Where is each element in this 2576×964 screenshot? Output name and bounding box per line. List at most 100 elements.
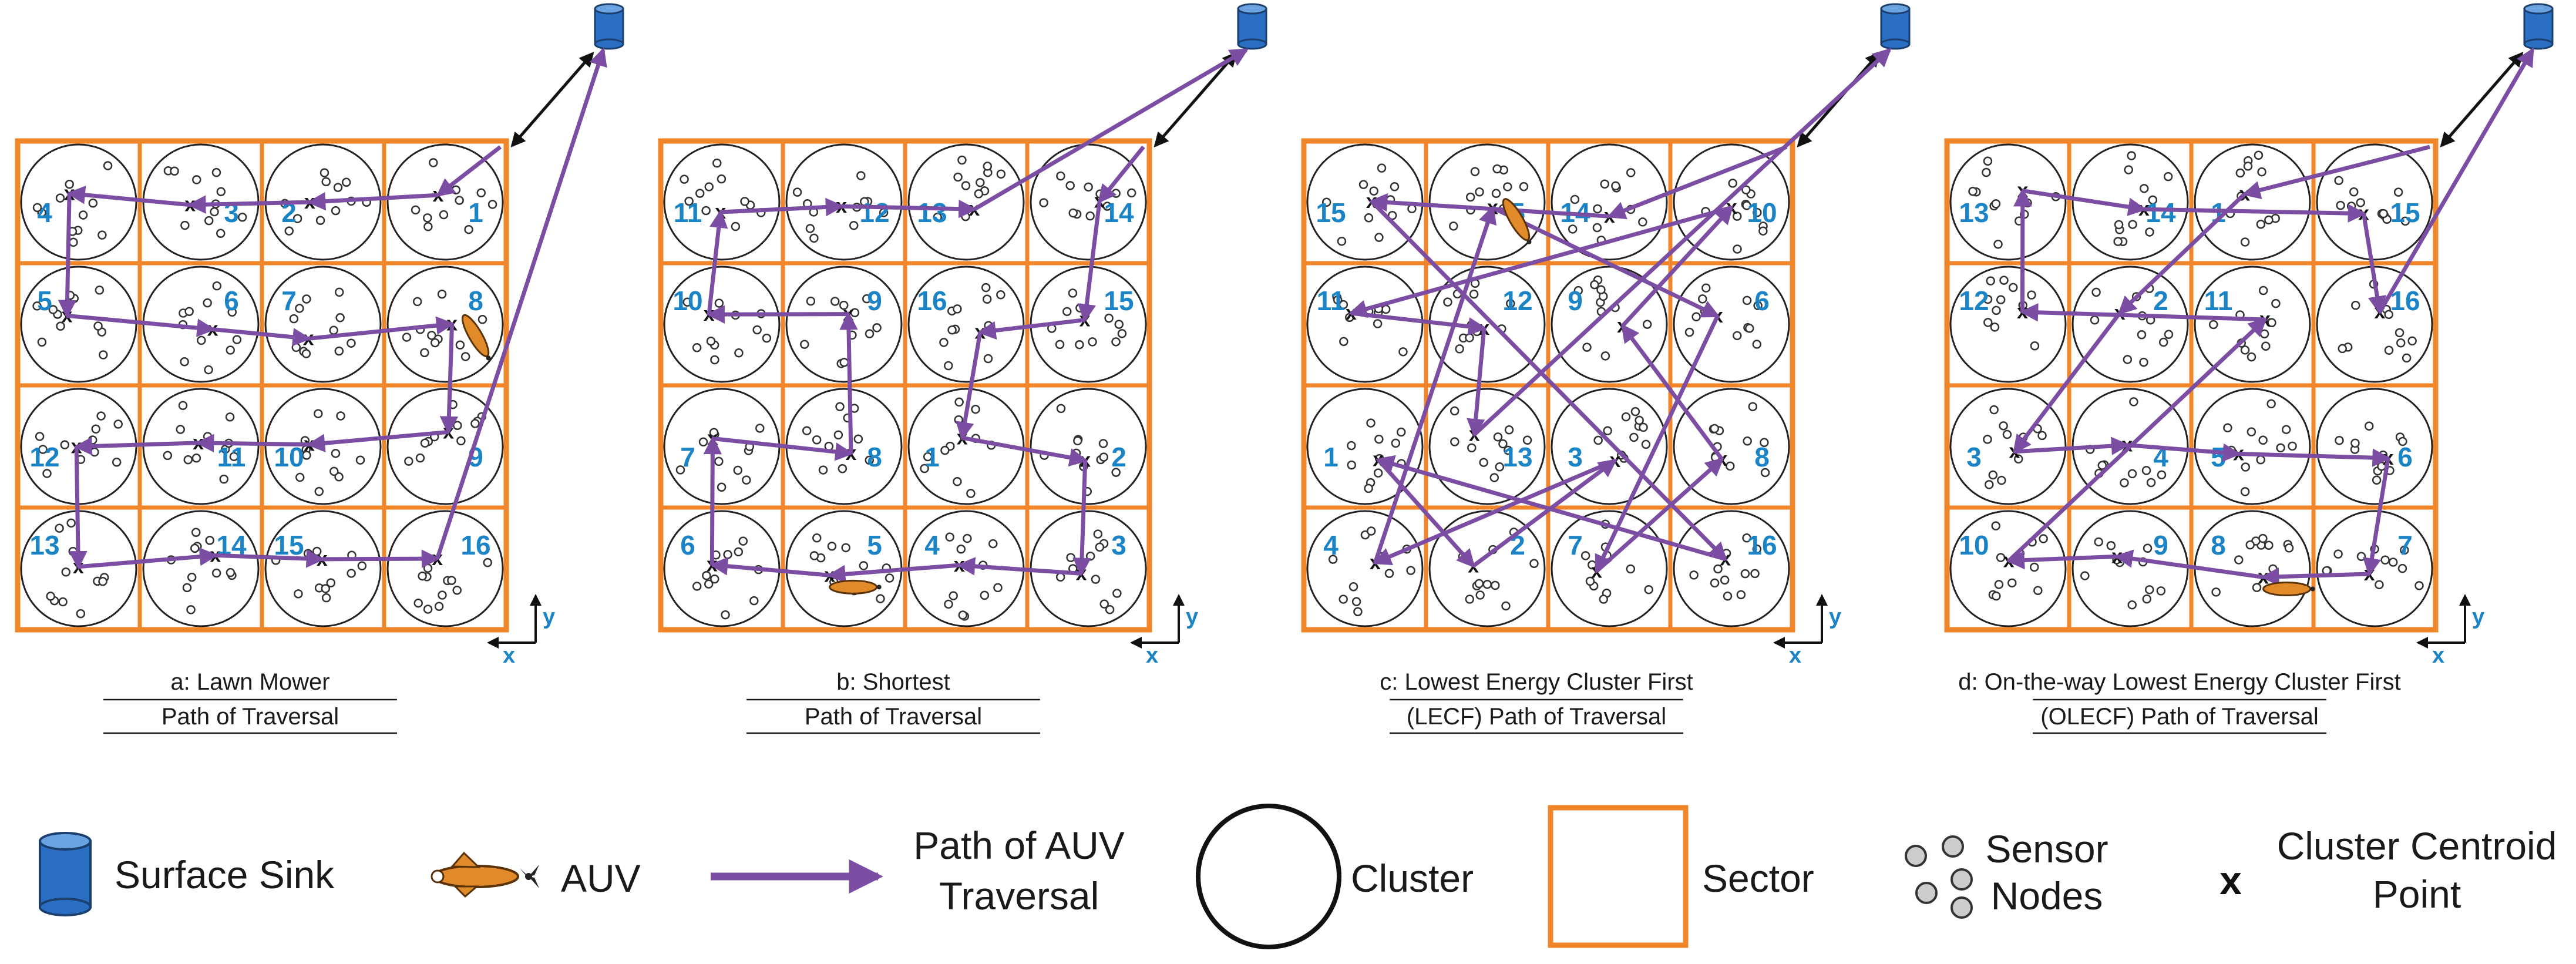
sensor-node: [2240, 345, 2250, 355]
path-segment: [977, 318, 1085, 340]
sensor-node: [2333, 549, 2343, 559]
sensor-node: [1592, 223, 1602, 233]
path-segment: [2242, 145, 2430, 199]
sensor-node: [295, 472, 305, 482]
sensor-node: [88, 198, 98, 208]
sensor-node: [483, 557, 492, 567]
sensor-node: [1713, 564, 1723, 574]
x-axis-label: x: [503, 643, 515, 668]
sensor-node: [2208, 320, 2218, 330]
sensor-node: [1475, 590, 1485, 600]
path-segment: [1372, 458, 1616, 566]
sensor-node: [692, 582, 702, 591]
sensor-node: [357, 561, 367, 571]
sensor-node: [301, 349, 311, 358]
path-segment: [961, 435, 1088, 467]
sensor-node: [2334, 176, 2343, 186]
sensor-node: [988, 539, 998, 549]
sensor-node: [1996, 553, 2006, 562]
sensor-node: [2106, 541, 2116, 550]
legend-auv-label: AUV: [561, 856, 641, 900]
sensor-node: [812, 533, 822, 543]
sensor-node: [1406, 566, 1415, 575]
sensor-node: [1760, 438, 1769, 448]
sensor-node: [1745, 324, 1754, 333]
path-segment: [2127, 443, 2242, 462]
cluster-label: 2: [1111, 442, 1126, 472]
sensor-node: [805, 224, 815, 233]
sensor-node: [418, 571, 427, 581]
sensor-node: [112, 457, 122, 467]
sensor-node: [865, 455, 875, 465]
sensor-node: [838, 463, 848, 473]
sensor-node: [180, 220, 190, 230]
sensor-node: [1733, 244, 1742, 254]
sensor-node: [211, 568, 221, 578]
cluster-label: 11: [217, 442, 246, 472]
sensor-node: [1600, 179, 1609, 189]
sensor-node: [1495, 462, 1504, 472]
cluster-circle: [1306, 266, 1424, 383]
sensor-node: [113, 419, 123, 429]
sensor-node: [205, 536, 214, 545]
sensor-node: [203, 298, 212, 308]
sensor-node: [1493, 432, 1503, 442]
y-axis-label: y: [1829, 604, 1841, 629]
cluster-circle: [386, 388, 504, 505]
sensor-node: [2223, 423, 2232, 433]
sensor-node: [1728, 179, 1737, 188]
sensor-node: [1366, 526, 1376, 536]
sensor-node: [2114, 220, 2124, 230]
sensor-node: [1519, 182, 1529, 192]
sensor-node: [456, 436, 466, 446]
sensor-node: [56, 321, 65, 331]
legend-path-label-line1: Path of AUV: [913, 824, 1125, 867]
sensor-node: [227, 307, 237, 317]
sensor-node: [2148, 195, 2158, 205]
sensor-node: [334, 346, 344, 356]
sensor-node: [423, 222, 433, 231]
sensor-node: [1991, 521, 2000, 530]
path-segment: [1491, 206, 1720, 318]
legend-cluster-icon: [1196, 804, 1341, 949]
cluster-circle: [1428, 510, 1546, 627]
sensor-node: [96, 411, 106, 421]
sensor-node: [216, 187, 226, 197]
sensor-node: [980, 590, 990, 600]
cluster-label: 7: [1568, 530, 1583, 560]
sensor-node: [1701, 283, 1711, 293]
cluster-circle: [1949, 388, 2067, 505]
cluster-circle: [2071, 266, 2189, 383]
sensor-node: [2261, 341, 2271, 351]
sensor-node: [2384, 345, 2394, 355]
sensor-node: [1983, 318, 1993, 327]
sensor-node: [355, 455, 365, 465]
cluster-label: 16: [460, 530, 490, 560]
sensor-node: [1710, 578, 1720, 588]
sensor-node: [920, 463, 929, 473]
path-segment: [2144, 204, 2367, 223]
sensor-node: [2027, 290, 2036, 300]
sensor-node: [684, 196, 694, 206]
sensor-node: [1068, 208, 1078, 218]
cluster-label: 7: [680, 442, 695, 472]
path-segment: [826, 563, 960, 583]
sensor-node: [2258, 435, 2268, 445]
sensor-node: [1580, 551, 1590, 560]
sensor-node: [2123, 355, 2133, 364]
sensor-node: [2146, 478, 2156, 488]
sensor-node: [1088, 337, 1097, 347]
sensor-node: [2128, 220, 2137, 229]
sensor-node: [956, 545, 966, 554]
sensor-node: [1366, 418, 1376, 428]
sensor-node: [2143, 543, 2153, 553]
sensor-node: [1968, 186, 1978, 196]
sensor-node: [1999, 276, 2009, 285]
sensor-node: [190, 543, 200, 553]
sensor-node: [792, 187, 802, 197]
sensor-node: [1629, 432, 1639, 442]
sensor-node: [885, 573, 894, 583]
cluster-circle: [1428, 143, 1546, 261]
sensor-node: [455, 340, 465, 350]
